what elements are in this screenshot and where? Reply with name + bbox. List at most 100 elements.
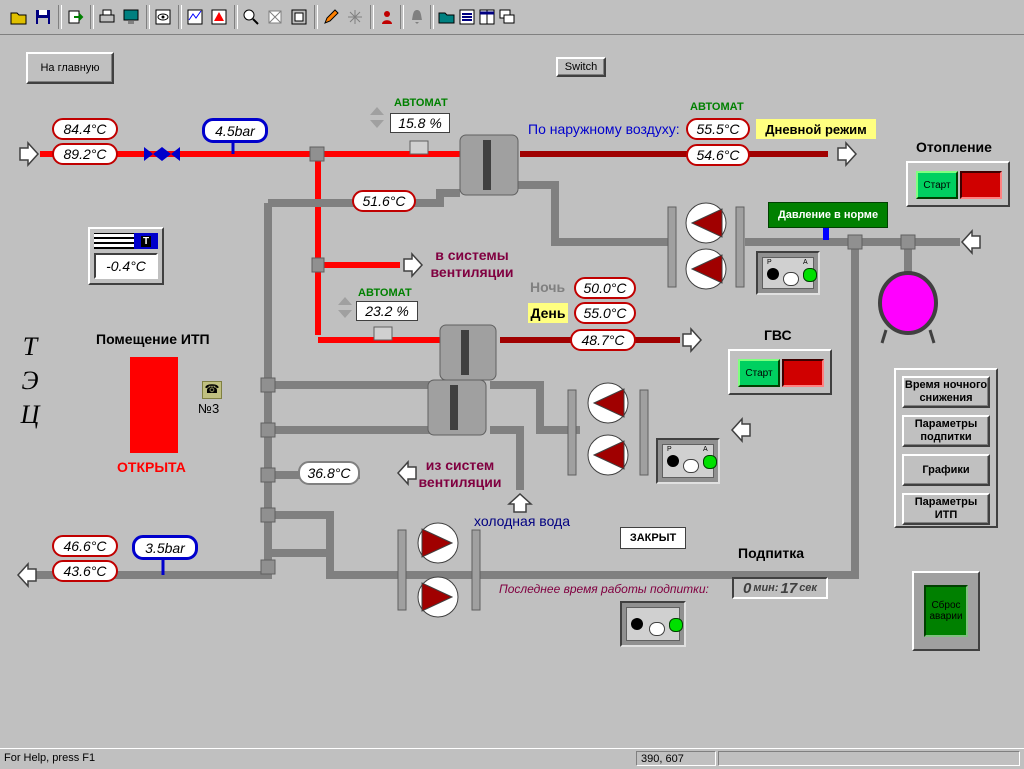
folder-icon[interactable] xyxy=(436,6,458,28)
mode-switch-icon[interactable] xyxy=(783,272,799,286)
auto-mode-indicator xyxy=(803,268,817,282)
manual-mode-indicator xyxy=(667,455,679,467)
status-help-text: For Help, press F1 xyxy=(4,752,96,764)
heating-valve-value[interactable]: 15.8 % xyxy=(390,113,450,133)
day-temp: 55.0°C xyxy=(574,302,636,324)
open-icon[interactable] xyxy=(8,6,30,28)
door-indicator xyxy=(130,357,178,453)
room-label: Помещение ИТП xyxy=(96,331,210,347)
home-button[interactable]: На главную xyxy=(26,52,114,84)
night-setback-button[interactable]: Время ночного снижения xyxy=(902,376,990,408)
auto-mode-indicator xyxy=(703,455,717,469)
phone-label: №3 xyxy=(198,401,220,416)
zoom-fit-icon[interactable] xyxy=(264,6,286,28)
heating-valve-mode: АВТОМАТ xyxy=(394,97,448,109)
heating-title: Отопление xyxy=(916,139,992,155)
itp-params-button[interactable]: Параметры ИТП xyxy=(902,493,990,525)
supply-pressure: 4.5bar xyxy=(202,118,268,143)
print-icon[interactable] xyxy=(96,6,118,28)
user-icon[interactable] xyxy=(376,6,398,28)
save-icon[interactable] xyxy=(32,6,54,28)
mode-switch-icon[interactable] xyxy=(683,459,699,473)
heating-status-indicator xyxy=(960,171,1002,199)
makeup-valve-status[interactable]: ЗАКРЫТ xyxy=(620,527,686,549)
manual-mode-indicator xyxy=(631,618,643,630)
fireworks-icon[interactable] xyxy=(344,6,366,28)
outdoor-label: По наружному воздуху: xyxy=(528,121,680,137)
hot-water-title: ГВС xyxy=(764,327,792,343)
ventilation-valve-value[interactable]: 23.2 % xyxy=(356,301,418,321)
scada-canvas: На главную Switch 84.4°C 89.2°C 4.5bar А… xyxy=(0,35,1024,747)
alarm-icon[interactable] xyxy=(208,6,230,28)
toolbar xyxy=(0,0,1024,35)
makeup-last-run-value: 0 мин: 17 сек xyxy=(732,577,828,599)
return-pressure: 3.5bar xyxy=(132,535,198,560)
cold-water-label: холодная вода xyxy=(474,513,570,529)
mode-switch-icon[interactable] xyxy=(649,622,665,636)
outdoor-temp-widget: T -0.4°C xyxy=(88,227,164,285)
export-icon[interactable] xyxy=(64,6,86,28)
pen-icon[interactable] xyxy=(320,6,342,28)
night-temp: 50.0°C xyxy=(574,277,636,299)
return-temp-bottom: 43.6°C xyxy=(52,560,118,582)
ventilation-from-label: из систем вентиляции xyxy=(418,457,502,490)
ventilation-actual-temp: 48.7°C xyxy=(570,329,636,351)
return-temp-top: 46.6°C xyxy=(52,535,118,557)
control-mode-p-label: P xyxy=(767,259,772,266)
makeup-params-button[interactable]: Параметры подпитки xyxy=(902,415,990,447)
split-icon[interactable] xyxy=(476,6,498,28)
night-label: Ночь xyxy=(530,279,566,295)
hot-water-start-button[interactable]: Старт xyxy=(738,359,780,387)
zoom-window-icon[interactable] xyxy=(288,6,310,28)
phone-icon[interactable]: ☎ xyxy=(202,381,222,399)
outdoor-temp-value: -0.4°C xyxy=(94,253,158,279)
control-mode-a-label: A xyxy=(703,446,708,453)
ventilation-to-label: в системы вентиляции xyxy=(430,247,514,280)
zoom-in-icon[interactable] xyxy=(240,6,262,28)
day-mode-badge: Дневной режим xyxy=(756,119,876,139)
ventilation-valve-mode: АВТОМАТ xyxy=(358,287,412,299)
teu-vertical-label: Т Э Ц xyxy=(20,330,40,432)
seconds-unit: сек xyxy=(799,582,817,594)
day-label: День xyxy=(528,303,568,323)
view-icon[interactable] xyxy=(152,6,174,28)
makeup-pump-control[interactable] xyxy=(620,601,686,647)
pipe-diagram xyxy=(16,107,981,618)
switch-button[interactable]: Switch xyxy=(556,57,606,77)
bell-icon[interactable] xyxy=(406,6,428,28)
ventilation-return-temp: 36.8°C xyxy=(298,461,360,485)
reset-alarm-button[interactable]: Сброс аварии xyxy=(924,585,968,637)
side-letter: Ц xyxy=(20,400,40,429)
status-bar: For Help, press F1 390, 607 xyxy=(0,748,1024,769)
heating-pump-panel: Старт xyxy=(906,161,1010,207)
trend-icon[interactable] xyxy=(184,6,206,28)
charts-button[interactable]: Графики xyxy=(902,454,990,486)
heating-start-button[interactable]: Старт xyxy=(916,171,958,199)
door-status: ОТКРЫТА xyxy=(117,459,186,475)
auto-mode-indicator xyxy=(669,618,683,632)
control-mode-p-label: P xyxy=(667,446,672,453)
last-run-seconds: 17 xyxy=(780,579,798,597)
supply-temp-bottom: 89.2°C xyxy=(52,143,118,165)
brick-wall-icon xyxy=(94,233,134,249)
hot-water-status-indicator xyxy=(782,359,824,387)
pressure-status-badge: Давление в норме xyxy=(768,202,888,228)
manual-mode-indicator xyxy=(767,268,779,280)
outdoor-actual: 54.6°C xyxy=(686,144,750,166)
makeup-last-run-label: Последнее время работы подпитки: xyxy=(499,582,709,596)
outdoor-setpoint: 55.5°C xyxy=(686,118,750,140)
list-icon[interactable] xyxy=(456,6,478,28)
supply-temp-top: 84.4°C xyxy=(52,118,118,140)
outdoor-mode: АВТОМАТ xyxy=(690,101,744,113)
hot-water-pump-panel: Старт xyxy=(728,349,832,395)
cascade-icon[interactable] xyxy=(496,6,518,28)
reset-alarm-panel: Сброс аварии xyxy=(912,571,980,651)
status-coordinates: 390, 607 xyxy=(636,751,716,766)
thermometer-badge: T xyxy=(140,235,152,247)
status-empty-cell xyxy=(718,751,1020,766)
minutes-unit: мин: xyxy=(753,582,779,594)
makeup-title: Подпитка xyxy=(738,545,805,561)
monitor-icon[interactable] xyxy=(120,6,142,28)
